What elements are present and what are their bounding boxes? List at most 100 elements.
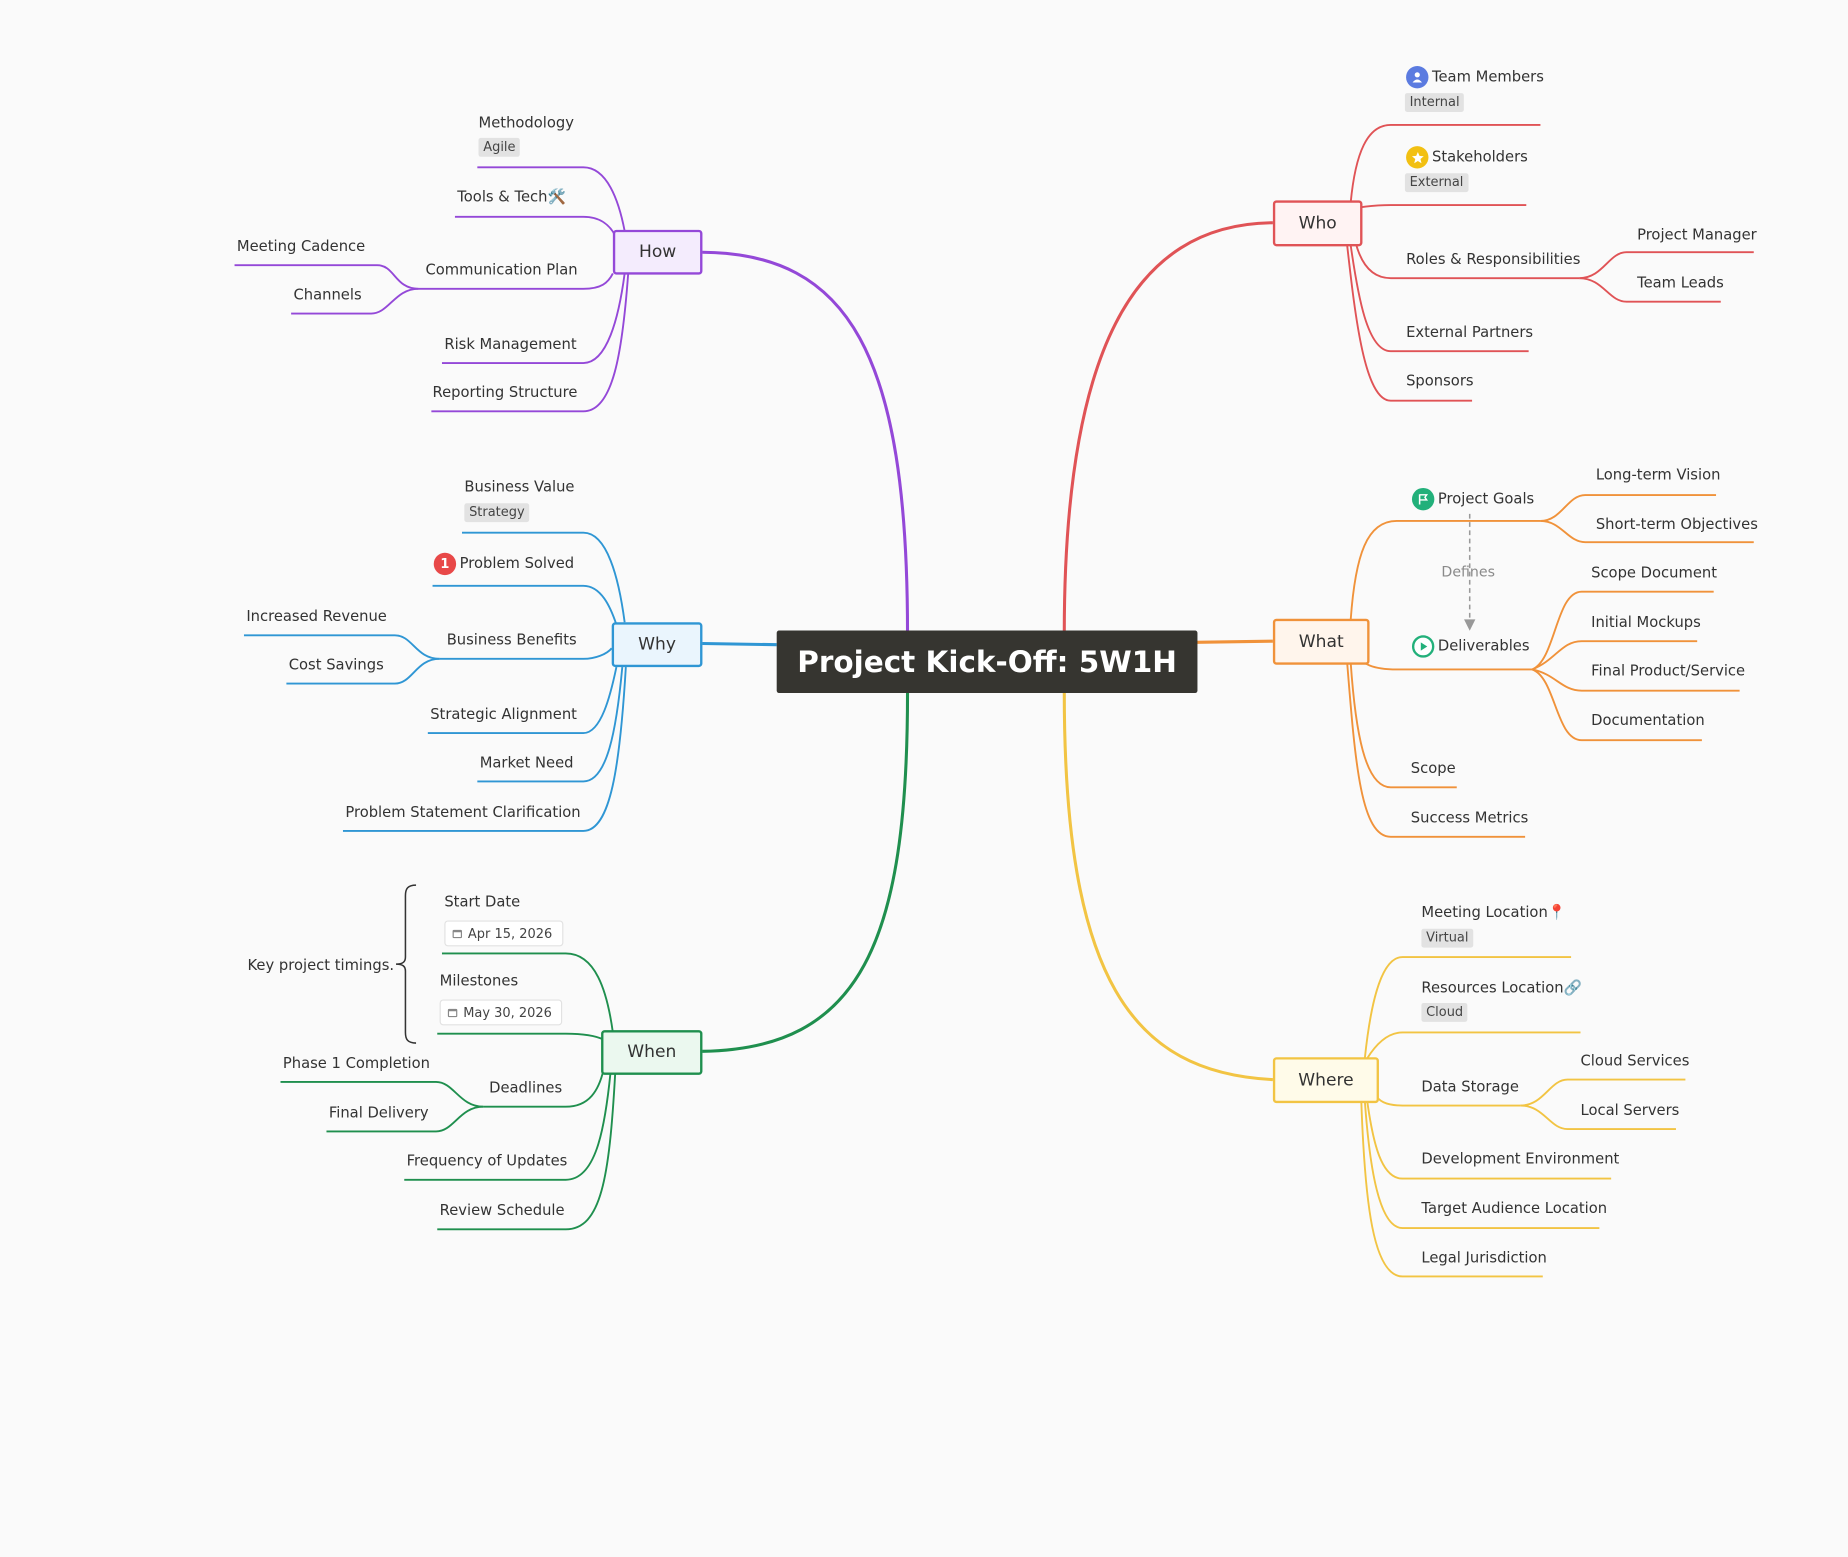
who-roles[interactable]: Roles & Responsibilities [1406, 249, 1581, 268]
star-icon [1406, 146, 1429, 169]
stakeholders-tag: External [1404, 173, 1469, 193]
when-milestones[interactable]: Milestones [439, 971, 519, 989]
who-team-leads[interactable]: Team Leads [1637, 273, 1724, 292]
what-trunk [1196, 639, 1273, 644]
what-node[interactable]: What [1272, 618, 1370, 665]
where-dev-env-line [1366, 1100, 1612, 1180]
what-scope-document[interactable]: Scope Document [1591, 563, 1717, 582]
what-scope-doc-line [1531, 590, 1714, 671]
when-summary-label[interactable]: Key project timings. [247, 955, 395, 974]
when-frequency-updates[interactable]: Frequency of Updates [406, 1151, 568, 1170]
where-legal-line [1360, 1100, 1543, 1278]
calendar-icon [447, 1008, 458, 1017]
who-trunk [1062, 221, 1273, 633]
where-resources-line [1366, 1031, 1581, 1059]
who-external-partners[interactable]: External Partners [1406, 322, 1534, 341]
calendar-icon [452, 929, 463, 938]
why-business-value[interactable]: Business Value [464, 477, 575, 496]
what-success-metrics[interactable]: Success Metrics [1410, 808, 1529, 827]
why-problem-statement[interactable]: Problem Statement Clarification [345, 802, 581, 821]
flag-icon [1411, 487, 1435, 511]
who-team-members-line [1349, 123, 1541, 203]
central-topic[interactable]: Project Kick-Off: 5W1H [776, 630, 1198, 694]
where-dev-environment[interactable]: Development Environment [1421, 1149, 1620, 1167]
who-stakeholders-line [1350, 204, 1527, 211]
where-local-servers[interactable]: Local Servers [1580, 1100, 1680, 1119]
where-meeting-location[interactable]: Meeting Location📍 [1421, 902, 1567, 921]
person-icon [1406, 66, 1429, 89]
how-tools-line [454, 215, 617, 237]
when-phase1-line [280, 1081, 484, 1108]
what-short-term-objectives[interactable]: Short-term Objectives [1595, 515, 1758, 533]
where-data-storage[interactable]: Data Storage [1421, 1077, 1519, 1095]
start-date-text: Apr 15, 2026 [467, 925, 553, 942]
when-phase1-completion[interactable]: Phase 1 Completion [282, 1053, 430, 1072]
how-tools-tech[interactable]: Tools & Tech🛠️ [457, 187, 566, 206]
where-trunk [1062, 693, 1273, 1082]
when-milestones-line [437, 1032, 604, 1041]
when-start-line [441, 952, 614, 1033]
how-risk-management[interactable]: Risk Management [444, 334, 577, 353]
who-roles-line [1354, 241, 1580, 280]
where-meeting-line [1363, 956, 1572, 1059]
who-project-manager[interactable]: Project Manager [1637, 225, 1757, 243]
why-increased-revenue[interactable]: Increased Revenue [246, 606, 387, 625]
why-market-need[interactable]: Market Need [479, 753, 574, 771]
how-reporting-line [431, 273, 630, 413]
what-mockups-line [1531, 640, 1698, 671]
what-deliverables[interactable]: Deliverables [1437, 636, 1530, 655]
why-trunk [702, 641, 777, 647]
when-final-delivery[interactable]: Final Delivery [328, 1103, 429, 1121]
why-cost-savings[interactable]: Cost Savings [288, 655, 384, 673]
who-node[interactable]: Who [1272, 200, 1363, 247]
when-review-schedule[interactable]: Review Schedule [439, 1200, 565, 1219]
how-channels[interactable]: Channels [293, 285, 362, 303]
why-strategic-line [427, 666, 618, 735]
what-initial-mockups[interactable]: Initial Mockups [1591, 612, 1701, 631]
where-legal-jurisdiction[interactable]: Legal Jurisdiction [1421, 1248, 1547, 1266]
who-stakeholders[interactable]: Stakeholders [1431, 147, 1528, 166]
why-problem-solved[interactable]: Problem Solved [459, 553, 575, 572]
how-reporting-structure[interactable]: Reporting Structure [432, 383, 578, 401]
where-cloud-services[interactable]: Cloud Services [1580, 1051, 1690, 1069]
when-start-date[interactable]: Start Date [444, 892, 521, 910]
why-savings-line [286, 657, 440, 685]
where-target-audience[interactable]: Target Audience Location [1421, 1198, 1608, 1217]
what-documentation[interactable]: Documentation [1591, 710, 1705, 729]
where-target-line [1363, 1100, 1600, 1230]
why-business-benefits[interactable]: Business Benefits [446, 630, 577, 649]
what-project-goals[interactable]: Project Goals [1437, 489, 1535, 507]
when-deadlines[interactable]: Deadlines [489, 1078, 563, 1097]
why-business-value-line [462, 531, 626, 623]
who-sponsors-line [1346, 245, 1473, 402]
play-icon [1411, 635, 1435, 658]
why-market-line [477, 667, 624, 783]
what-scope[interactable]: Scope [1410, 759, 1456, 777]
what-final-product-line [1531, 668, 1740, 692]
milestones-date-text: May 30, 2026 [463, 1004, 552, 1021]
how-channels-line [291, 287, 419, 315]
who-sponsors[interactable]: Sponsors [1406, 371, 1474, 389]
milestones-date-value: May 30, 2026 [439, 999, 563, 1026]
why-benefits-line [439, 647, 613, 660]
how-node[interactable]: How [612, 229, 703, 275]
business-value-tag: Strategy [464, 503, 530, 523]
meeting-location-tag: Virtual [1421, 928, 1474, 948]
why-strategic-alignment[interactable]: Strategic Alignment [430, 704, 577, 723]
what-long-term-vision[interactable]: Long-term Vision [1595, 465, 1721, 484]
how-risk-line [441, 273, 626, 364]
who-team-members[interactable]: Team Members [1431, 67, 1544, 85]
where-resources-location[interactable]: Resources Location🔗 [1421, 978, 1582, 996]
how-meeting-cadence[interactable]: Meeting Cadence [236, 236, 366, 255]
what-documentation-line [1531, 668, 1702, 742]
where-node[interactable]: Where [1272, 1057, 1379, 1104]
how-methodology[interactable]: Methodology [478, 113, 574, 131]
what-final-product[interactable]: Final Product/Service [1591, 661, 1746, 679]
summary-bracket [395, 884, 417, 1044]
who-team-leads-line [1579, 277, 1721, 303]
why-node[interactable]: Why [611, 622, 703, 668]
when-node[interactable]: When [601, 1030, 703, 1075]
how-communication-plan[interactable]: Communication Plan [425, 260, 578, 279]
start-date-value: Apr 15, 2026 [444, 920, 563, 947]
